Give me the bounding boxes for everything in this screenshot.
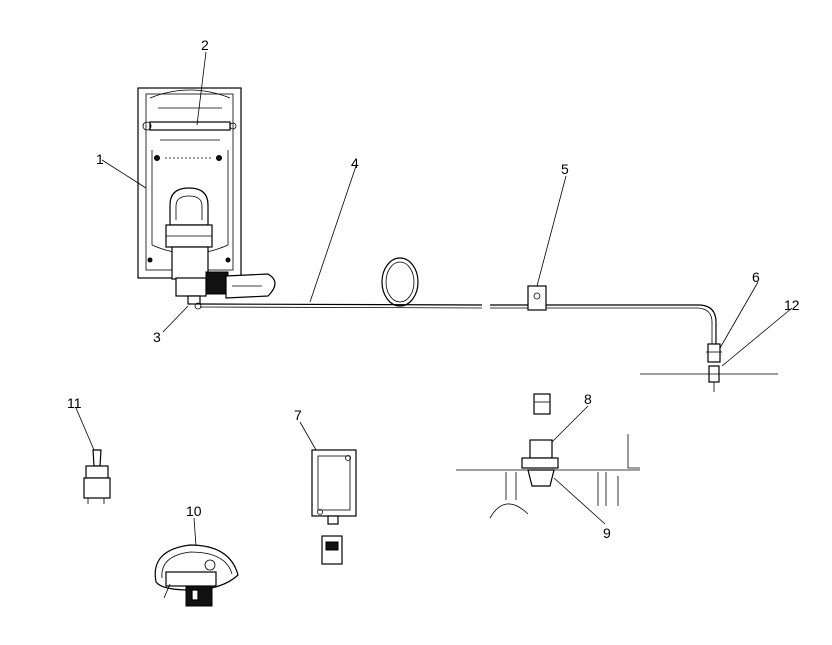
callout-9: 9	[603, 525, 611, 541]
part-4-cable	[199, 257, 717, 346]
callout-7: 7	[294, 407, 302, 423]
part-3-fitting	[187, 295, 202, 310]
callout-11: 11	[67, 395, 82, 411]
callout-3: 3	[153, 329, 161, 345]
callout-1: 1	[96, 151, 104, 167]
part-7-box	[311, 449, 357, 565]
leader-lines	[75, 51, 793, 547]
callout-2: 2	[201, 37, 209, 53]
callout-5: 5	[561, 161, 569, 177]
callout-4: 4	[351, 155, 359, 171]
callout-12: 12	[784, 297, 800, 313]
part-8-9-sensor	[456, 393, 640, 519]
callout-10: 10	[186, 503, 202, 519]
part-11-switch	[83, 449, 111, 504]
part-6-12-connector	[640, 343, 778, 392]
callout-labels: 1 2 3 4 5 6 7 8 9 10 11 12	[67, 37, 800, 541]
part-1-housing	[137, 87, 276, 299]
callout-6: 6	[752, 269, 760, 285]
part-10-light	[154, 544, 239, 607]
part-5-clamp	[527, 285, 547, 311]
callout-8: 8	[584, 391, 592, 407]
